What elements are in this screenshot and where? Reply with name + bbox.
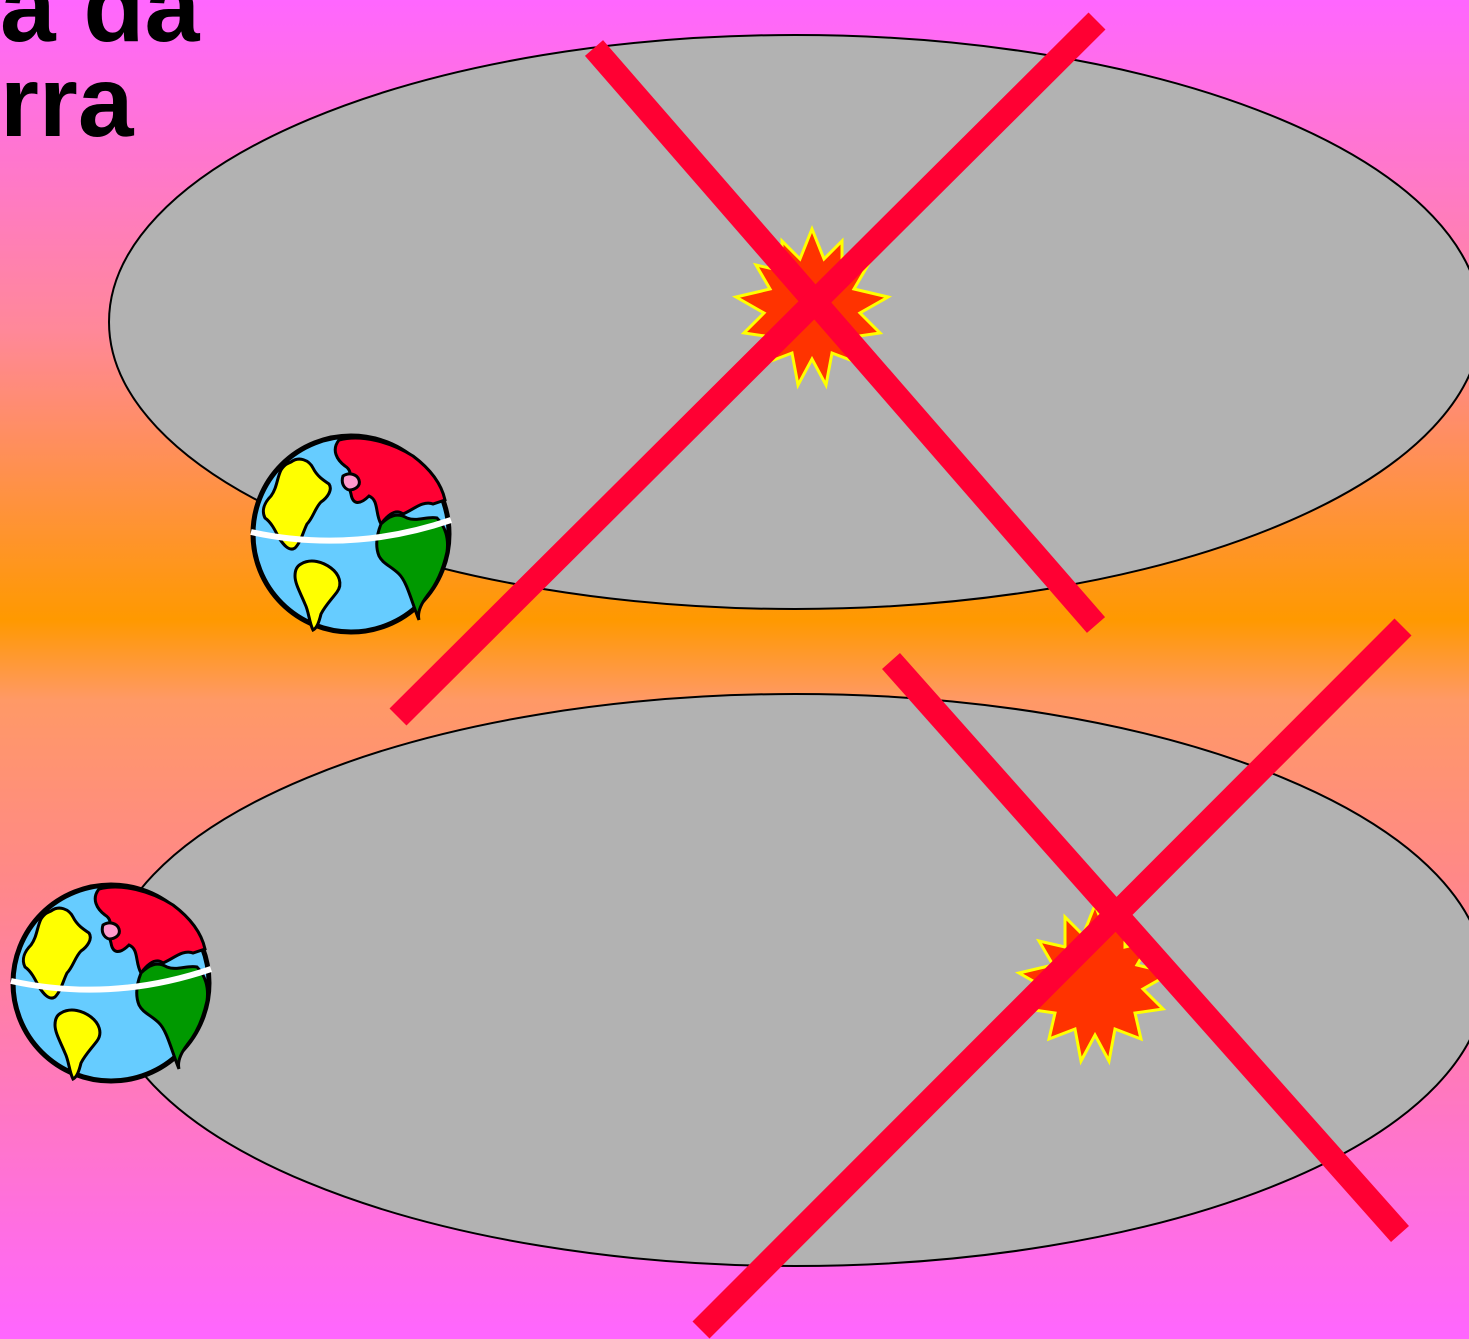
- bottom-orbit: [11, 627, 1469, 1330]
- bottom-earth-globe-icon: [11, 885, 211, 1081]
- top-earth-globe-icon: [251, 436, 451, 632]
- top-orbit: [109, 21, 1469, 717]
